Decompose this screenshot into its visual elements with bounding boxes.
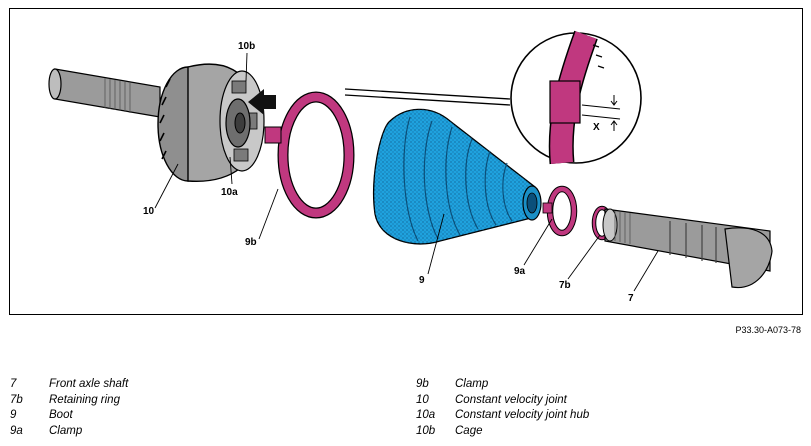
legend-item: 10 Constant velocity joint (416, 393, 796, 409)
callout-10b: 10b (238, 41, 255, 52)
legend: 7 Front axle shaft 7b Retaining ring 9 Boot… (10, 377, 800, 441)
callout-10: 10 (143, 206, 155, 217)
legend-item: 10a Constant velocity joint hub (416, 408, 796, 424)
small-clamp (542, 185, 578, 237)
callout-7: 7 (628, 293, 634, 304)
legend-column-left: 7 Front axle shaft 7b Retaining ring 9 Boot… (10, 377, 390, 439)
legend-label: Front axle shaft (49, 378, 129, 390)
legend-label: Constant velocity joint (455, 393, 567, 406)
boot (373, 108, 542, 245)
legend-label: Retaining ring (49, 393, 120, 406)
legend-item: 9 Boot (10, 408, 390, 424)
exploded-view-drawing: 10b 10a 10 9b 9 9a 7b 7 X (48, 30, 773, 304)
front-axle-shaft (602, 208, 773, 289)
legend-item: 9a Clamp (10, 424, 390, 440)
callout-9b: 9b (245, 237, 257, 248)
large-clamp (264, 91, 355, 219)
clamp-detail-magnifier (344, 30, 642, 165)
callout-9a: 9a (514, 266, 526, 277)
legend-label: Clamp (455, 378, 489, 390)
legend-label: Clamp (49, 424, 83, 437)
legend-key: 10 (416, 393, 429, 406)
cv-joint-hub (225, 98, 251, 148)
legend-key: 10a (416, 409, 436, 421)
callout-7b: 7b (559, 280, 571, 291)
figure-id: P33.30-A073-78 (735, 325, 801, 335)
legend-item: 9b Clamp (416, 377, 796, 393)
legend-key: 7 (10, 378, 17, 390)
cv-joint-assembly (48, 63, 276, 182)
legend-key: 9b (416, 378, 429, 390)
leader-lines (154, 52, 659, 292)
legend-item: 10b Cage (416, 424, 796, 440)
cv-joint-cage (219, 70, 265, 172)
exploded-view-figure: 10b 10a 10 9b 9 9a 7b 7 X (9, 8, 803, 315)
axle-stub-left (48, 68, 161, 118)
legend-key: 9a (10, 424, 23, 437)
insertion-arrow-icon (248, 89, 276, 115)
legend-label: Constant velocity joint hub (455, 409, 590, 421)
legend-item: 7b Retaining ring (10, 393, 390, 409)
legend-label: Boot (49, 409, 73, 421)
legend-key: 10b (416, 424, 436, 437)
legend-column-right: 9b Clamp 10 Constant velocity joint 10a Con… (416, 377, 796, 439)
legend-key: 9 (10, 409, 17, 421)
callout-10a: 10a (221, 187, 238, 198)
legend-label: Cage (455, 424, 483, 437)
callout-9: 9 (419, 275, 425, 286)
legend-item: 7 Front axle shaft (10, 377, 390, 393)
legend-key: 7b (10, 393, 23, 406)
callout-x-dimension: X (593, 122, 600, 133)
